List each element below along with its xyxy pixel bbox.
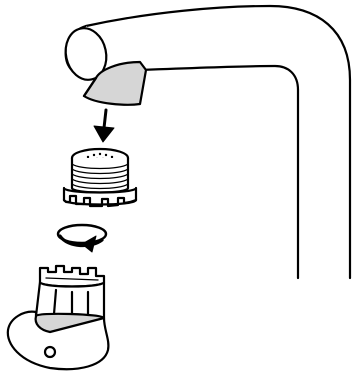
faucet-spout-icon: [64, 4, 352, 280]
aerator-icon: [62, 147, 138, 208]
aerator-key-icon: [6, 264, 110, 371]
rotate-arrow-icon: [58, 234, 104, 253]
arrow-down-icon: [93, 108, 115, 143]
ring-icon: [56, 223, 108, 245]
